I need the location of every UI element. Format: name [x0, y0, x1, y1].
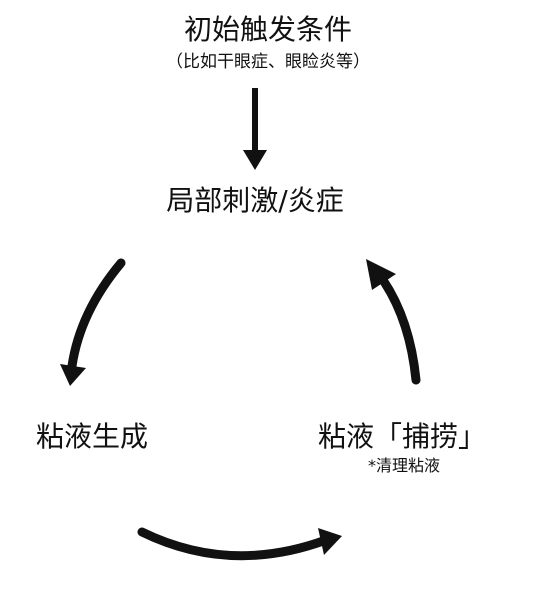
initial-trigger-examples: （比如干眼症、眼睑炎等）: [166, 52, 370, 72]
arrow-catching-to-stimulus: [366, 259, 421, 385]
mucus-catching-node: 粘液「捕捞」: [318, 420, 487, 453]
initial-trigger-title: 初始触发条件: [183, 13, 352, 46]
arrow-generation-to-catching: [137, 527, 342, 561]
mucus-generation-node: 粘液生成: [36, 420, 149, 453]
arrow-stimulus-to-generation: [60, 258, 126, 386]
arrow-trigger-to-stimulus: [243, 88, 267, 170]
mucus-catching-note: *清理粘液: [368, 456, 441, 475]
local-stimulus-node: 局部刺激/炎症: [166, 184, 344, 217]
